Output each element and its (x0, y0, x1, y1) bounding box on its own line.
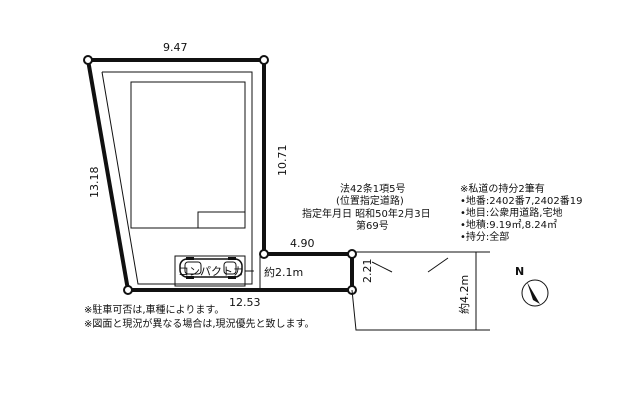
north-label: N (515, 265, 524, 278)
corner-marker (259, 55, 269, 65)
north-arrow-icon (527, 282, 540, 304)
road-hatch (371, 261, 393, 273)
compass-circle (521, 279, 549, 307)
road-info-line: 法42条1項5号 (340, 182, 405, 195)
road-hatch (427, 257, 449, 273)
car-label: コンパクトカー (178, 265, 255, 278)
road-info: 法42条1項5号 (位置指定道路) 指定年月日 昭和50年2月3日 第69号 (302, 182, 431, 232)
corner-markers (83, 55, 357, 295)
road-info-line: 指定年月日 昭和50年2月3日 (302, 207, 431, 220)
private-road-line: •地目:公衆用道路,宅地 (460, 206, 562, 219)
dim-notch: 2.21 (361, 259, 374, 284)
dim-road-width: 約4.2m (457, 275, 471, 314)
building-annex (197, 211, 246, 229)
parking-area (174, 255, 246, 287)
road-info-line: 第69号 (356, 219, 389, 232)
dim-step: 4.90 (290, 237, 315, 250)
corner-marker (83, 55, 93, 65)
note-discrepancy: ※図面と現況が異なる場合は,現況優先と致します。 (84, 317, 315, 330)
setback-line (101, 71, 253, 285)
corner-marker (259, 249, 269, 259)
note-parking: ※駐車可否は,車種によります。 (84, 303, 224, 316)
dim-left: 13.18 (88, 167, 101, 199)
private-road-line: •地番:2402番7,2402番19 (460, 194, 582, 207)
compact-car (179, 257, 243, 279)
private-road-info: ※私道の持分2筆有 •地番:2402番7,2402番19 •地目:公衆用道路,宅… (460, 182, 582, 243)
road-area (351, 251, 488, 331)
private-road-line: •地積:9.19㎡,8.24㎡ (460, 218, 557, 231)
dim-top: 9.47 (163, 41, 188, 54)
dim-width-small: 約2.1m (264, 265, 303, 279)
corner-marker (123, 285, 133, 295)
corner-marker (347, 249, 357, 259)
private-road-line: ※私道の持分2筆有 (460, 182, 545, 195)
road-width-dimension (470, 251, 490, 331)
building-footprint (130, 81, 246, 229)
north-indicator: N (515, 265, 549, 307)
road-info-line: (位置指定道路) (336, 194, 404, 207)
private-road-line: •持分:全部 (460, 230, 509, 243)
dim-right: 10.71 (276, 145, 289, 177)
dim-bottom: 12.53 (229, 296, 261, 309)
